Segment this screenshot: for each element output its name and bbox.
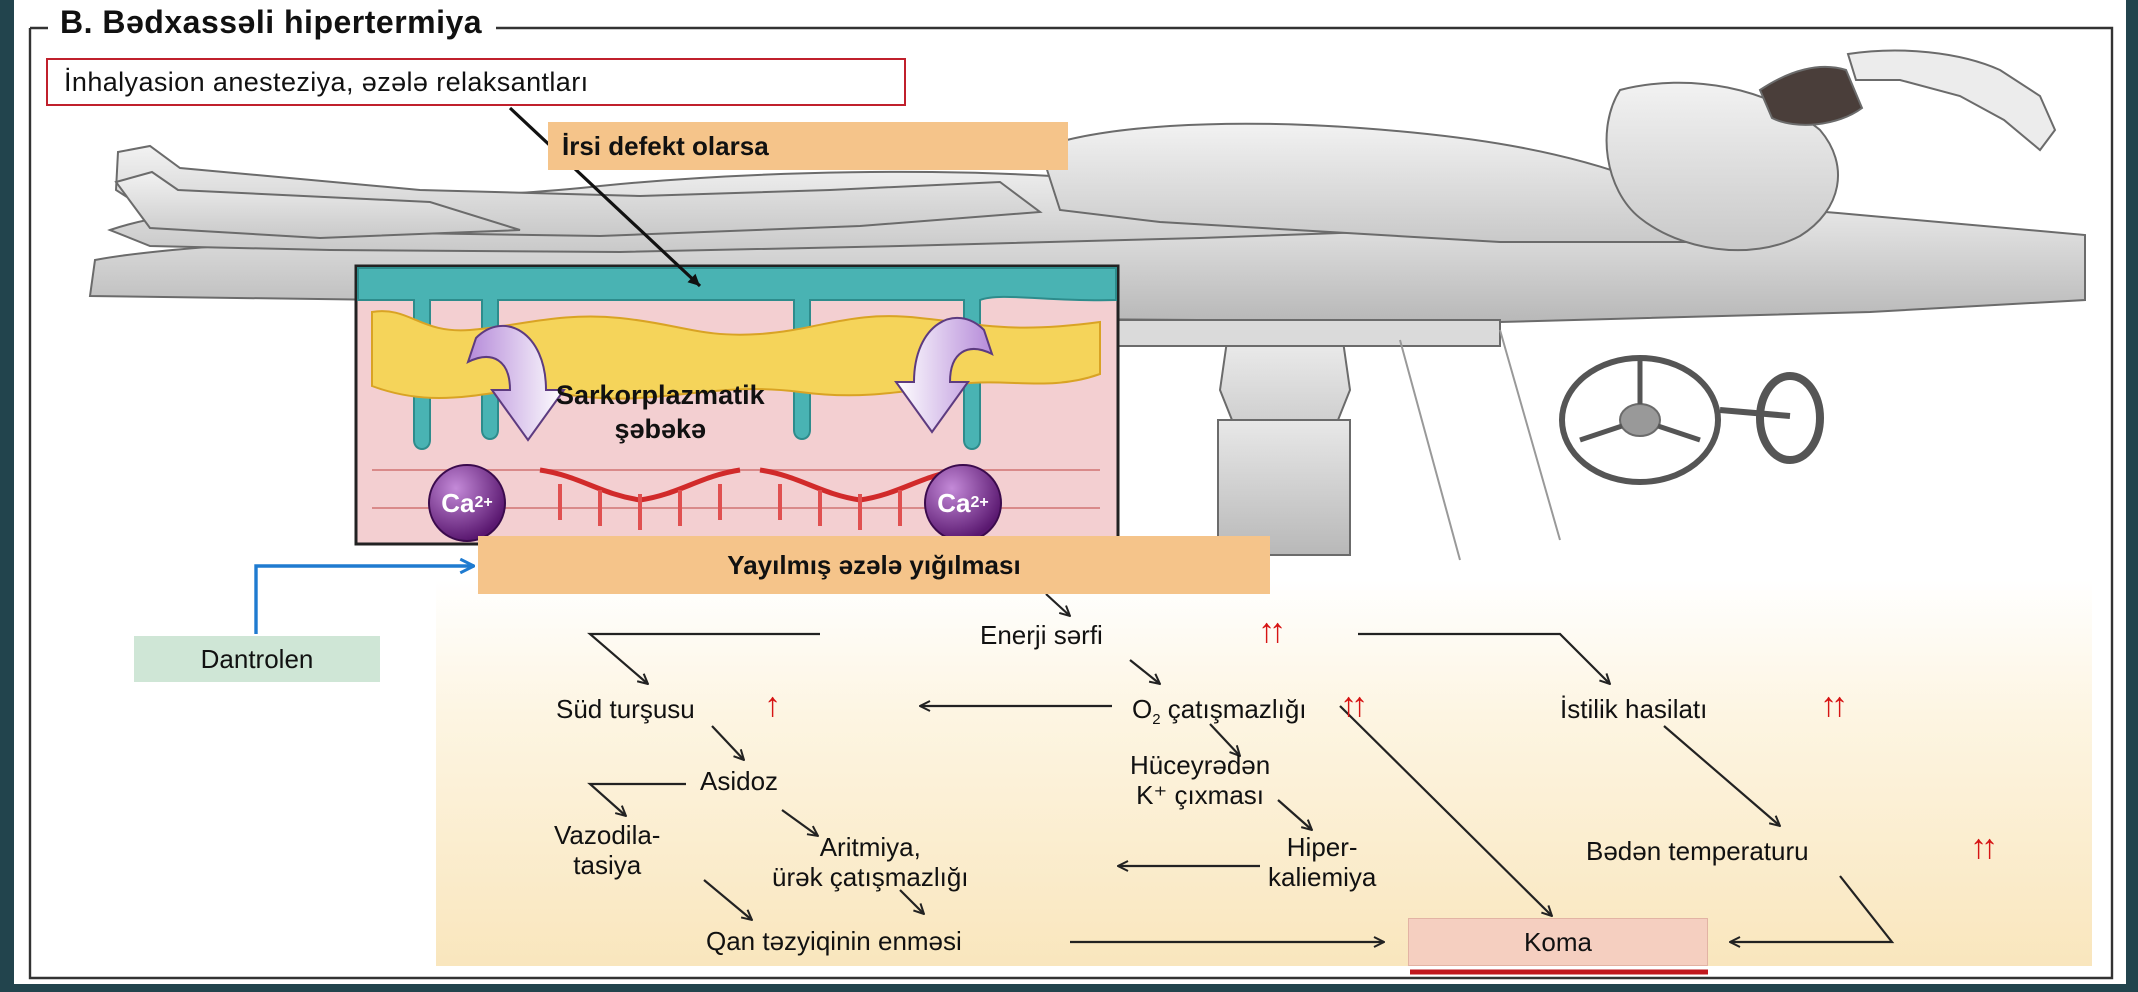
body-temp-increase-mark: ↑↑ xyxy=(1970,830,1992,864)
potassium-line2: K⁺ çıxması xyxy=(1130,780,1270,810)
node-acidosis: Asidoz xyxy=(700,766,778,796)
defect-label: İrsi defekt olarsa xyxy=(548,122,1068,170)
sr-label-line2: şəbəkə xyxy=(556,412,765,446)
calcium-charge: 2+ xyxy=(475,494,493,512)
node-arrhythmia: Aritmiya, ürək çatışmazlığı xyxy=(772,832,969,892)
o2-subscript: 2 xyxy=(1152,711,1160,728)
hyperkalemia-line2: kaliemiya xyxy=(1268,862,1376,892)
energy-increase-mark: ↑↑ xyxy=(1258,614,1280,648)
o2-symbol: O xyxy=(1132,694,1152,724)
lactic-increase-mark: ↑ xyxy=(764,688,775,722)
node-lactic-acid: Süd turşusu xyxy=(556,694,695,724)
calcium-symbol: Ca xyxy=(441,488,474,519)
vasodilation-line1: Vazodila- xyxy=(554,820,660,850)
hyperkalemia-line1: Hiper- xyxy=(1268,832,1376,862)
trigger-box: İnhalyasion anesteziya, əzələ relaksantl… xyxy=(46,58,906,106)
figure-title: B. Bədxassəli hipertermiya xyxy=(48,4,496,41)
calcium-charge: 2+ xyxy=(971,494,989,512)
calcium-symbol: Ca xyxy=(937,488,970,519)
dantrolen-box: Dantrolen xyxy=(134,636,380,682)
vasodilation-line2: tasiya xyxy=(554,850,660,880)
sr-label: Sarkorplazmatik şəbəkə xyxy=(556,378,765,446)
muscle-contraction-box: Yayılmış əzələ yığılması xyxy=(478,536,1270,594)
arrhythmia-line1: Aritmiya, xyxy=(772,832,969,862)
node-vasodilation: Vazodila- tasiya xyxy=(554,820,660,880)
sr-label-line1: Sarkorplazmatik xyxy=(556,378,765,412)
node-potassium-release: Hüceyrədən K⁺ çıxması xyxy=(1130,750,1270,810)
o2-increase-mark: ↑↑ xyxy=(1340,688,1362,722)
arrhythmia-line2: ürək çatışmazlığı xyxy=(772,862,969,892)
node-energy: Enerji sərfi xyxy=(980,620,1103,650)
heat-increase-mark: ↑↑ xyxy=(1820,688,1842,722)
node-blood-pressure-drop: Qan təzyiqinin enməsi xyxy=(706,926,962,956)
node-o2-deficit: O2 çatışmazlığı xyxy=(1132,694,1307,735)
node-heat-production: İstilik hasilatı xyxy=(1560,694,1707,724)
node-body-temperature: Bədən temperaturu xyxy=(1586,836,1809,866)
potassium-line1: Hüceyrədən xyxy=(1130,750,1270,780)
o2-rest: çatışmazlığı xyxy=(1161,694,1307,724)
coma-box: Koma xyxy=(1408,918,1708,966)
node-hyperkalemia: Hiper- kaliemiya xyxy=(1268,832,1376,892)
